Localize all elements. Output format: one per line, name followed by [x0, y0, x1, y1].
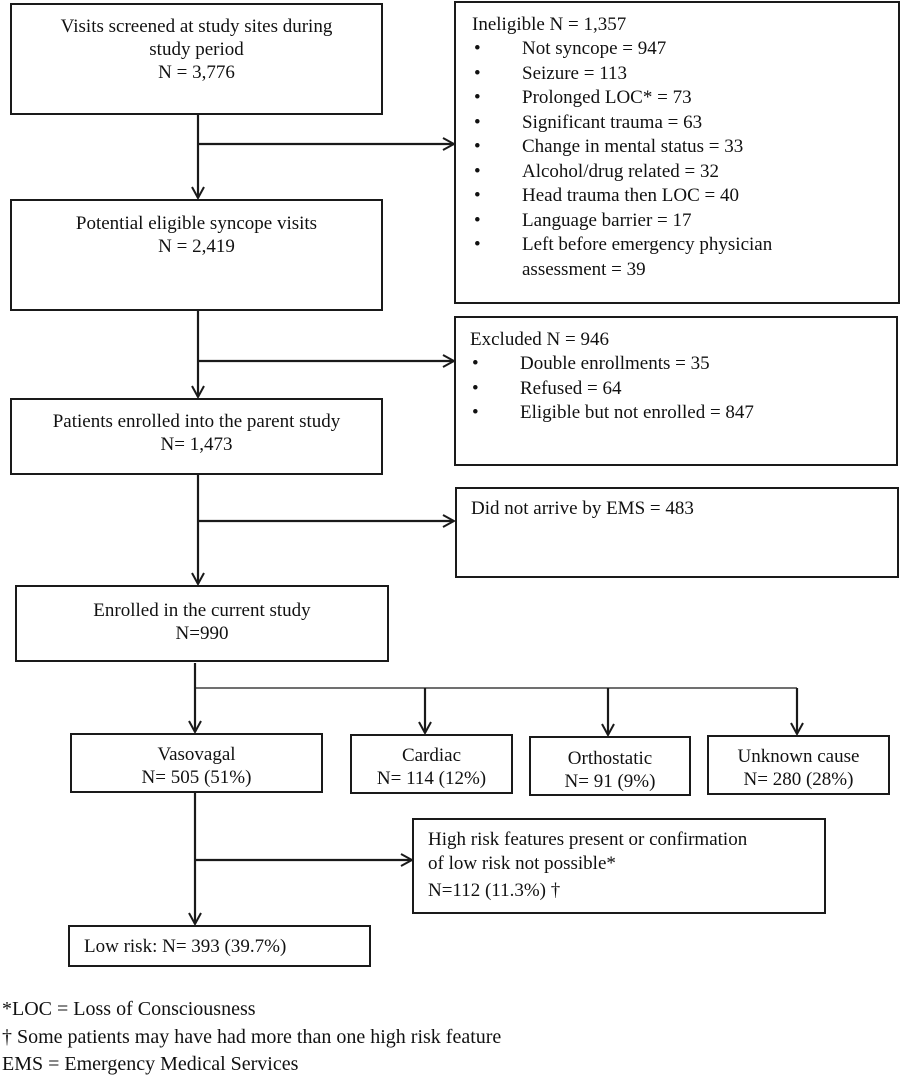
current-study-box: Enrolled in the current study N=990: [15, 585, 389, 662]
high-risk-n: N=112 (11.3%) †: [428, 880, 561, 901]
ineligible-item: Significant trauma = 63: [472, 111, 898, 136]
screened-box: Visits screened at study sites during st…: [10, 3, 383, 115]
footnote-loc: *LOC = Loss of Consciousness: [2, 998, 256, 1020]
excluded-item: Refused = 64: [470, 377, 896, 402]
ineligible-item: Change in mental status = 33: [472, 135, 898, 160]
excluded-list: Double enrollments = 35 Refused = 64 Eli…: [470, 352, 896, 426]
cardiac-n: N= 114 (12%): [376, 768, 487, 789]
ineligible-item: Not syncope = 947: [472, 37, 898, 62]
excluded-box: Excluded N = 946 Double enrollments = 35…: [454, 316, 898, 466]
parent-study-label: Patients enrolled into the parent study: [52, 411, 341, 432]
ineligible-item: Alcohol/drug related = 32: [472, 160, 898, 185]
ineligible-item: Left before emergency physician assessme…: [472, 233, 898, 282]
potential-label: Potential eligible syncope visits: [75, 213, 318, 234]
vasovagal-n: N= 505 (51%): [141, 767, 252, 788]
low-risk-box: Low risk: N= 393 (39.7%): [68, 925, 371, 967]
current-study-n: N=990: [175, 623, 229, 644]
excluded-item: Double enrollments = 35: [470, 352, 896, 377]
ems-label: Did not arrive by EMS = 483: [471, 498, 694, 519]
high-risk-line2: of low risk not possible*: [428, 853, 616, 874]
low-risk-label: Low risk: N= 393 (39.7%): [84, 936, 287, 957]
excluded-title: Excluded N = 946: [470, 329, 609, 350]
unknown-cause-box: Unknown cause N= 280 (28%): [707, 735, 890, 795]
orthostatic-n: N= 91 (9%): [564, 771, 656, 792]
ineligible-title: Ineligible N = 1,357: [472, 14, 627, 35]
ineligible-item: Language barrier = 17: [472, 209, 898, 234]
high-risk-box: High risk features present or confirmati…: [412, 818, 826, 914]
parent-study-n: N= 1,473: [160, 434, 233, 455]
cardiac-box: Cardiac N= 114 (12%): [350, 734, 513, 794]
ems-box: Did not arrive by EMS = 483: [455, 487, 899, 578]
ineligible-item: Prolonged LOC* = 73: [472, 86, 898, 111]
vasovagal-box: Vasovagal N= 505 (51%): [70, 733, 323, 793]
vasovagal-label: Vasovagal: [157, 744, 236, 765]
potential-box: Potential eligible syncope visits N = 2,…: [10, 199, 383, 311]
screened-n: N = 3,776: [158, 62, 235, 83]
cardiac-label: Cardiac: [401, 745, 462, 766]
orthostatic-box: Orthostatic N= 91 (9%): [529, 736, 691, 796]
potential-n: N = 2,419: [158, 236, 235, 257]
ineligible-item: Seizure = 113: [472, 62, 898, 87]
ineligible-list: Not syncope = 947 Seizure = 113 Prolonge…: [472, 37, 898, 282]
screened-label: Visits screened at study sites during st…: [60, 16, 333, 60]
unknown-cause-label: Unknown cause: [737, 746, 860, 767]
ineligible-item: Head trauma then LOC = 40: [472, 184, 898, 209]
footnote-dagger: † Some patients may have had more than o…: [2, 1026, 502, 1048]
orthostatic-label: Orthostatic: [567, 748, 653, 769]
parent-study-box: Patients enrolled into the parent study …: [10, 398, 383, 475]
excluded-item: Eligible but not enrolled = 847: [470, 401, 896, 426]
current-study-label: Enrolled in the current study: [93, 600, 311, 621]
ineligible-box: Ineligible N = 1,357 Not syncope = 947 S…: [454, 1, 900, 304]
unknown-cause-n: N= 280 (28%): [743, 769, 854, 790]
footnote-ems: EMS = Emergency Medical Services: [2, 1053, 299, 1075]
high-risk-line1: High risk features present or confirmati…: [428, 829, 748, 850]
